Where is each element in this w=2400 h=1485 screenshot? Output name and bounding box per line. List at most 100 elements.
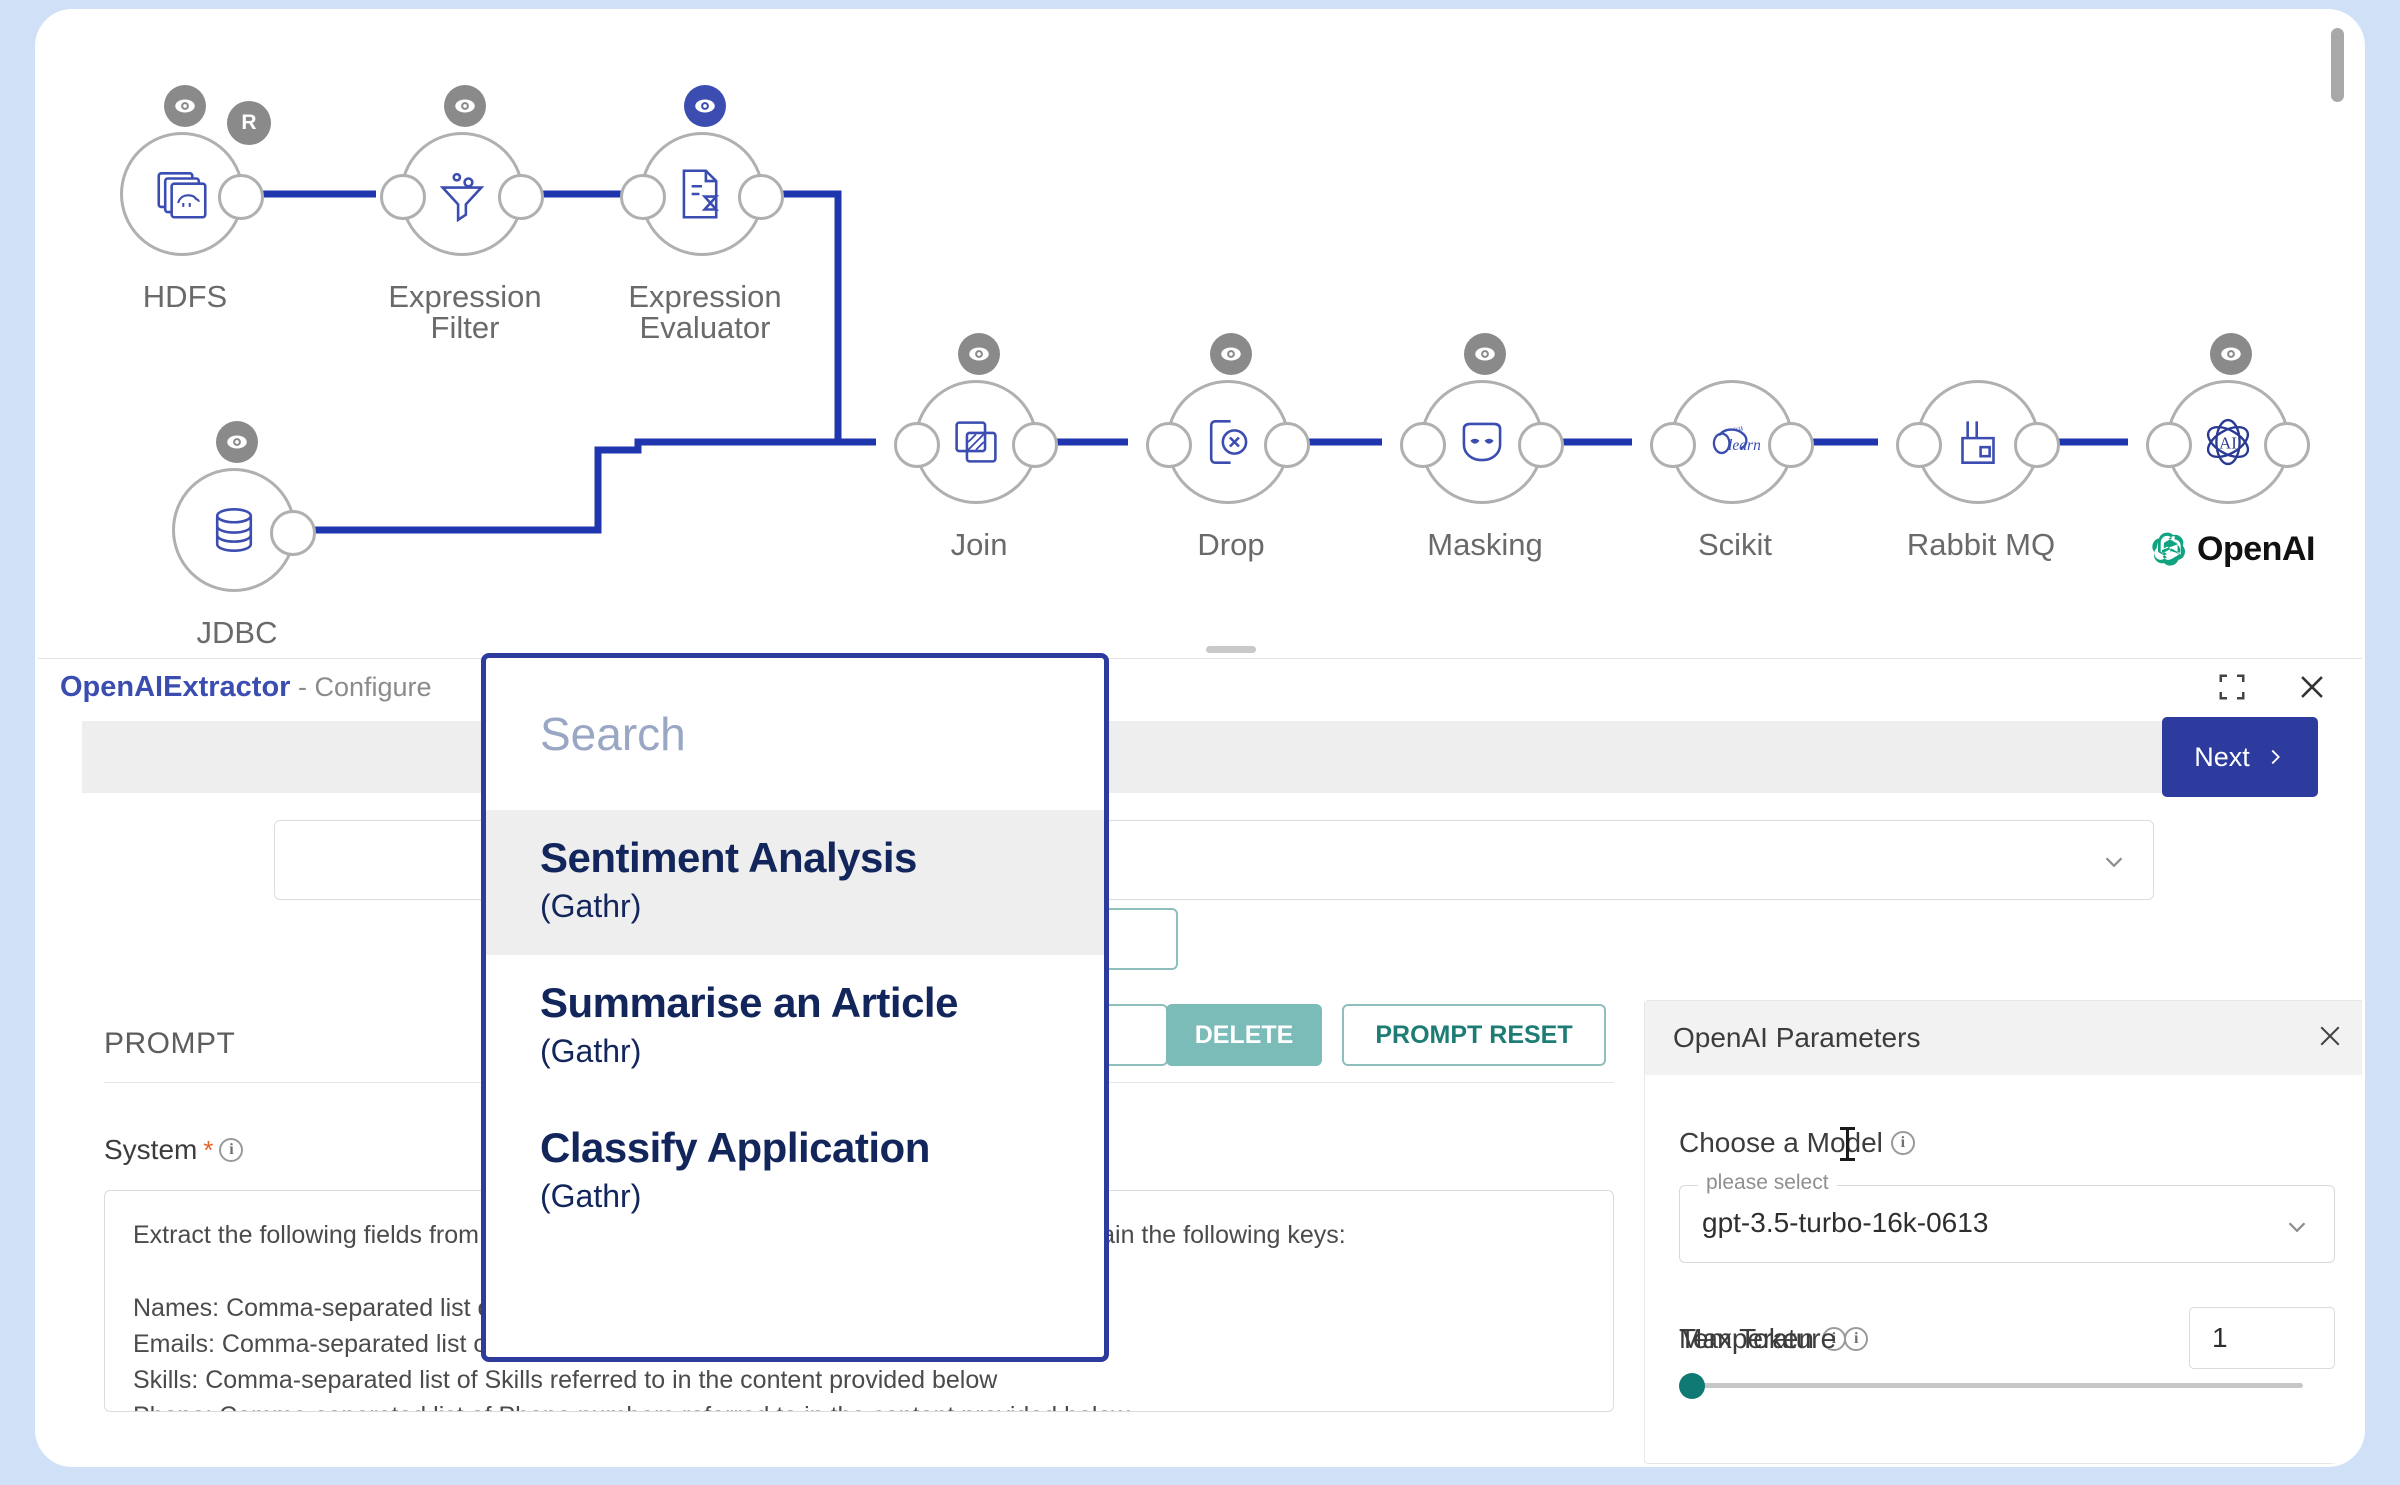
dialog-title-strong: OpenAIExtractor bbox=[60, 670, 291, 703]
node-port-out[interactable] bbox=[1518, 422, 1564, 468]
temperature-input[interactable]: 1 bbox=[2189, 1307, 2335, 1369]
system-label-text: System bbox=[104, 1134, 198, 1165]
node-port-out[interactable] bbox=[2014, 422, 2060, 468]
node-label-scikit: Scikit bbox=[1697, 527, 1773, 562]
pipeline-node-join[interactable]: Join bbox=[894, 333, 1058, 560]
node-port-out[interactable] bbox=[218, 174, 264, 220]
close-icon[interactable] bbox=[2315, 1021, 2345, 1056]
required-mark: * bbox=[203, 1134, 214, 1165]
node-port-out[interactable] bbox=[1768, 422, 1814, 468]
max-token-label-text: Max Token bbox=[1679, 1323, 1814, 1354]
app-window: R HDFS Expression Filter bbox=[38, 12, 2362, 1464]
chevron-down-icon bbox=[2099, 847, 2129, 882]
eye-icon-openai[interactable] bbox=[2210, 333, 2252, 375]
max-token-slider-thumb[interactable] bbox=[1679, 1373, 1705, 1399]
pipeline-node-rabbit-mq[interactable]: Rabbit MQ bbox=[1896, 380, 2060, 560]
prompt-heading: PROMPT bbox=[104, 1027, 236, 1060]
funnel-filter-icon bbox=[439, 172, 485, 223]
hdfs-elephant-icon bbox=[157, 172, 207, 219]
node-port-in[interactable] bbox=[380, 174, 426, 220]
eye-icon-expression-filter[interactable] bbox=[444, 85, 486, 127]
node-label-masking: Masking bbox=[1427, 527, 1543, 562]
document-hourglass-icon bbox=[682, 169, 720, 219]
search-result-item[interactable]: Classify Application (Gathr) bbox=[486, 1100, 1104, 1245]
max-token-slider-track[interactable] bbox=[1683, 1383, 2303, 1388]
model-select[interactable]: please select gpt-3.5-turbo-16k-0613 bbox=[1679, 1171, 2335, 1263]
temperature-label-text: Temperature bbox=[1679, 1323, 1837, 1354]
node-port-in[interactable] bbox=[1400, 422, 1446, 468]
eye-icon-expression-evaluator[interactable] bbox=[684, 85, 726, 127]
pipeline-node-expression-evaluator[interactable]: Expression Evaluator bbox=[620, 85, 784, 343]
node-port-in[interactable] bbox=[1146, 422, 1192, 468]
info-icon[interactable]: i bbox=[219, 1138, 244, 1162]
search-popup: Sentiment Analysis (Gathr) Summarise an … bbox=[481, 653, 1109, 1362]
node-label-jdbc: JDBC bbox=[196, 615, 278, 650]
node-port-out[interactable] bbox=[1264, 422, 1310, 468]
chevron-down-icon bbox=[2282, 1212, 2312, 1247]
node-label-hdfs: HDFS bbox=[142, 279, 228, 314]
drop-column-x-icon bbox=[1209, 420, 1248, 464]
search-result-item[interactable]: Summarise an Article (Gathr) bbox=[486, 955, 1104, 1100]
pipeline-node-scikit[interactable]: scik learn Scikit bbox=[1650, 380, 1814, 560]
node-badge-r: R bbox=[227, 101, 271, 145]
node-label-openai-wrap: OpenAI bbox=[2051, 529, 2362, 569]
mask-icon bbox=[1462, 422, 1502, 462]
node-port-in[interactable] bbox=[2146, 422, 2192, 468]
pipeline-node-drop[interactable]: Drop bbox=[1146, 333, 1310, 560]
prompt-reset-button[interactable]: PROMPT RESET bbox=[1342, 1004, 1606, 1066]
search-result-title: Sentiment Analysis bbox=[540, 834, 917, 881]
params-panel-body: Choose a Model i please select gpt-3.5-t… bbox=[1645, 1075, 2362, 1399]
dialog-title: OpenAIExtractor - Configure bbox=[60, 671, 432, 704]
params-panel-title: OpenAI Parameters bbox=[1673, 1022, 1921, 1053]
node-port-out[interactable] bbox=[270, 510, 316, 556]
search-result-title: Summarise an Article bbox=[540, 979, 958, 1027]
search-result-item[interactable]: Sentiment Analysis (Gathr) bbox=[486, 810, 1104, 956]
text-cursor bbox=[1840, 1127, 1855, 1161]
pipeline-node-openai[interactable]: AI OpenAI bbox=[2146, 333, 2315, 568]
close-icon[interactable] bbox=[2292, 667, 2332, 707]
search-result-subtitle: (Gathr) bbox=[540, 888, 642, 925]
svg-text:scik: scik bbox=[1733, 425, 1743, 432]
pipeline-node-masking[interactable]: Masking bbox=[1400, 333, 1564, 560]
delete-button[interactable]: DELETE bbox=[1166, 1004, 1322, 1066]
node-port-out[interactable] bbox=[1012, 422, 1058, 468]
titlebar-actions bbox=[2212, 667, 2332, 707]
node-label-drop: Drop bbox=[1197, 527, 1265, 562]
eye-icon-join[interactable] bbox=[958, 333, 1000, 375]
node-label-expression-evaluator: Expression Evaluator bbox=[628, 279, 782, 345]
next-button-label: Next bbox=[2194, 741, 2250, 772]
search-input[interactable] bbox=[486, 658, 1104, 810]
pipeline-node-jdbc[interactable]: JDBC bbox=[172, 421, 316, 648]
eye-icon-jdbc[interactable] bbox=[216, 421, 258, 463]
pipeline-node-expression-filter[interactable]: Expression Filter bbox=[380, 85, 544, 343]
model-select-legend: please select bbox=[1698, 1171, 1837, 1195]
wizard-stepper-bar: tion → Validation → Notes bbox=[82, 721, 2272, 793]
node-port-in[interactable] bbox=[894, 422, 940, 468]
info-icon[interactable]: i bbox=[1844, 1327, 1869, 1351]
eye-icon-drop[interactable] bbox=[1210, 333, 1252, 375]
choose-model-label-text: Choose a Model bbox=[1679, 1127, 1883, 1158]
scrollbar-thumb[interactable] bbox=[2331, 28, 2344, 102]
node-port-out[interactable] bbox=[2264, 422, 2310, 468]
drag-handle[interactable] bbox=[1206, 646, 1256, 653]
node-port-in[interactable] bbox=[1650, 422, 1696, 468]
svg-text:AI: AI bbox=[2219, 433, 2237, 452]
pipeline-node-hdfs[interactable]: R HDFS bbox=[120, 85, 271, 312]
chevron-right-icon bbox=[2271, 749, 2280, 765]
node-port-out[interactable] bbox=[498, 174, 544, 220]
node-port-out[interactable] bbox=[738, 174, 784, 220]
next-button[interactable]: Next bbox=[2162, 717, 2318, 797]
eye-icon-masking[interactable] bbox=[1464, 333, 1506, 375]
dialog-titlebar: OpenAIExtractor - Configure bbox=[38, 659, 2362, 715]
node-port-in[interactable] bbox=[1896, 422, 1942, 468]
dialog-title-rest: - Configure bbox=[290, 671, 432, 702]
expand-icon[interactable] bbox=[2212, 667, 2252, 707]
model-select-value: gpt-3.5-turbo-16k-0613 bbox=[1702, 1207, 1989, 1238]
database-cylinder-icon bbox=[215, 508, 253, 552]
info-icon[interactable]: i bbox=[1890, 1131, 1915, 1155]
pipeline-canvas[interactable]: R HDFS Expression Filter bbox=[38, 12, 2362, 672]
node-port-in[interactable] bbox=[620, 174, 666, 220]
join-squares-icon bbox=[955, 421, 997, 463]
eye-icon-hdfs[interactable] bbox=[164, 85, 206, 127]
openai-logo-icon bbox=[2152, 532, 2186, 566]
